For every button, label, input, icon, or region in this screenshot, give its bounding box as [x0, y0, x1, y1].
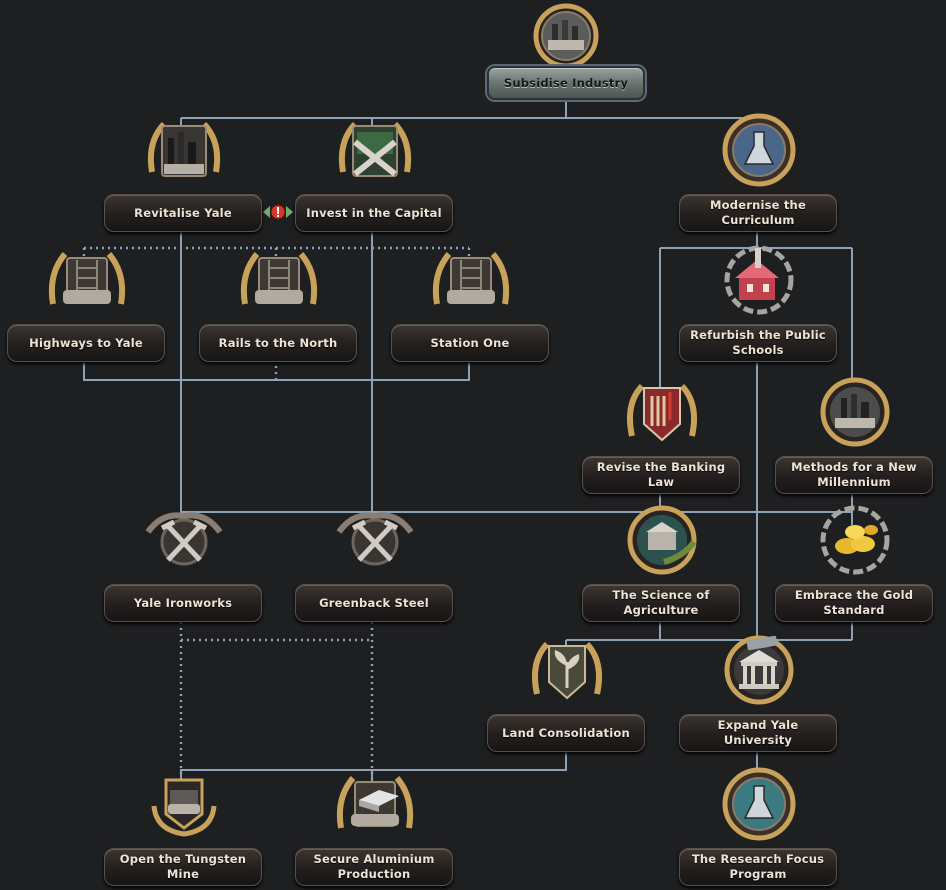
focus-label: Highways to Yale — [7, 324, 165, 362]
bulldozer-icon — [429, 242, 513, 318]
focus-label: Embrace the Gold Standard — [775, 584, 933, 622]
mine-icon — [142, 766, 226, 842]
focus-label: Yale Ironworks — [104, 584, 262, 622]
flask-icon — [717, 766, 801, 842]
focus-label: Land Consolidation — [487, 714, 645, 752]
factory-icon — [524, 2, 608, 72]
focus-rails-north[interactable]: Rails to the North — [199, 242, 359, 362]
focus-label: Revise the Banking Law — [582, 456, 740, 494]
sprout-icon — [525, 632, 609, 708]
focus-revise-banking[interactable]: Revise the Banking Law — [582, 374, 742, 494]
schoolhouse-icon — [717, 242, 801, 318]
focus-revitalise-yale[interactable]: Revitalise Yale — [104, 112, 264, 232]
focus-methods-millennium[interactable]: Methods for a New Millennium — [775, 374, 935, 494]
focus-label: Expand Yale University — [679, 714, 837, 752]
focus-label: The Research Focus Program — [679, 848, 837, 886]
bulldozer-icon — [45, 242, 129, 318]
focus-invest-capital[interactable]: Invest in the Capital — [295, 112, 455, 232]
mutually-exclusive-icon — [263, 203, 293, 221]
focus-label: Methods for a New Millennium — [775, 456, 933, 494]
pickaxe-icon — [142, 502, 226, 578]
focus-expand-university[interactable]: Expand Yale University — [679, 632, 839, 752]
focus-gold-standard[interactable]: Embrace the Gold Standard — [775, 502, 935, 622]
focus-refurbish-schools[interactable]: Refurbish the Public Schools — [679, 242, 839, 362]
aluminium-icon — [333, 766, 417, 842]
agriculture-icon — [620, 502, 704, 578]
focus-subsidise-industry[interactable]: Subsidise Industry — [487, 2, 645, 102]
factory-icon — [813, 374, 897, 450]
focus-station-one[interactable]: Station One — [391, 242, 551, 362]
focus-label: Invest in the Capital — [295, 194, 453, 232]
focus-research-program[interactable]: The Research Focus Program — [679, 766, 839, 886]
flask-icon — [717, 112, 801, 188]
focus-land-consolidation[interactable]: Land Consolidation — [487, 632, 647, 752]
focus-label: The Science of Agriculture — [582, 584, 740, 622]
gold-icon — [813, 502, 897, 578]
focus-label: Rails to the North — [199, 324, 357, 362]
focus-label: Modernise the Curriculum — [679, 194, 837, 232]
focus-greenback-steel[interactable]: Greenback Steel — [295, 502, 455, 622]
bulldozer-icon — [237, 242, 321, 318]
focus-tungsten-mine[interactable]: Open the Tungsten Mine — [104, 766, 264, 886]
university-icon — [717, 632, 801, 708]
factory-icon — [142, 112, 226, 188]
focus-science-agriculture[interactable]: The Science of Agriculture — [582, 502, 742, 622]
focus-modernise-curriculum[interactable]: Modernise the Curriculum — [679, 112, 839, 232]
focus-label: Refurbish the Public Schools — [679, 324, 837, 362]
focus-label: Greenback Steel — [295, 584, 453, 622]
pickaxe-icon — [333, 502, 417, 578]
focus-label: Revitalise Yale — [104, 194, 262, 232]
focus-label: Secure Aluminium Production — [295, 848, 453, 886]
focus-label: Subsidise Industry — [487, 66, 645, 100]
focus-yale-ironworks[interactable]: Yale Ironworks — [104, 502, 264, 622]
banking-icon — [620, 374, 704, 450]
focus-highways-yale[interactable]: Highways to Yale — [7, 242, 167, 362]
construction-icon — [333, 112, 417, 188]
focus-label: Station One — [391, 324, 549, 362]
focus-aluminium[interactable]: Secure Aluminium Production — [295, 766, 455, 886]
focus-label: Open the Tungsten Mine — [104, 848, 262, 886]
